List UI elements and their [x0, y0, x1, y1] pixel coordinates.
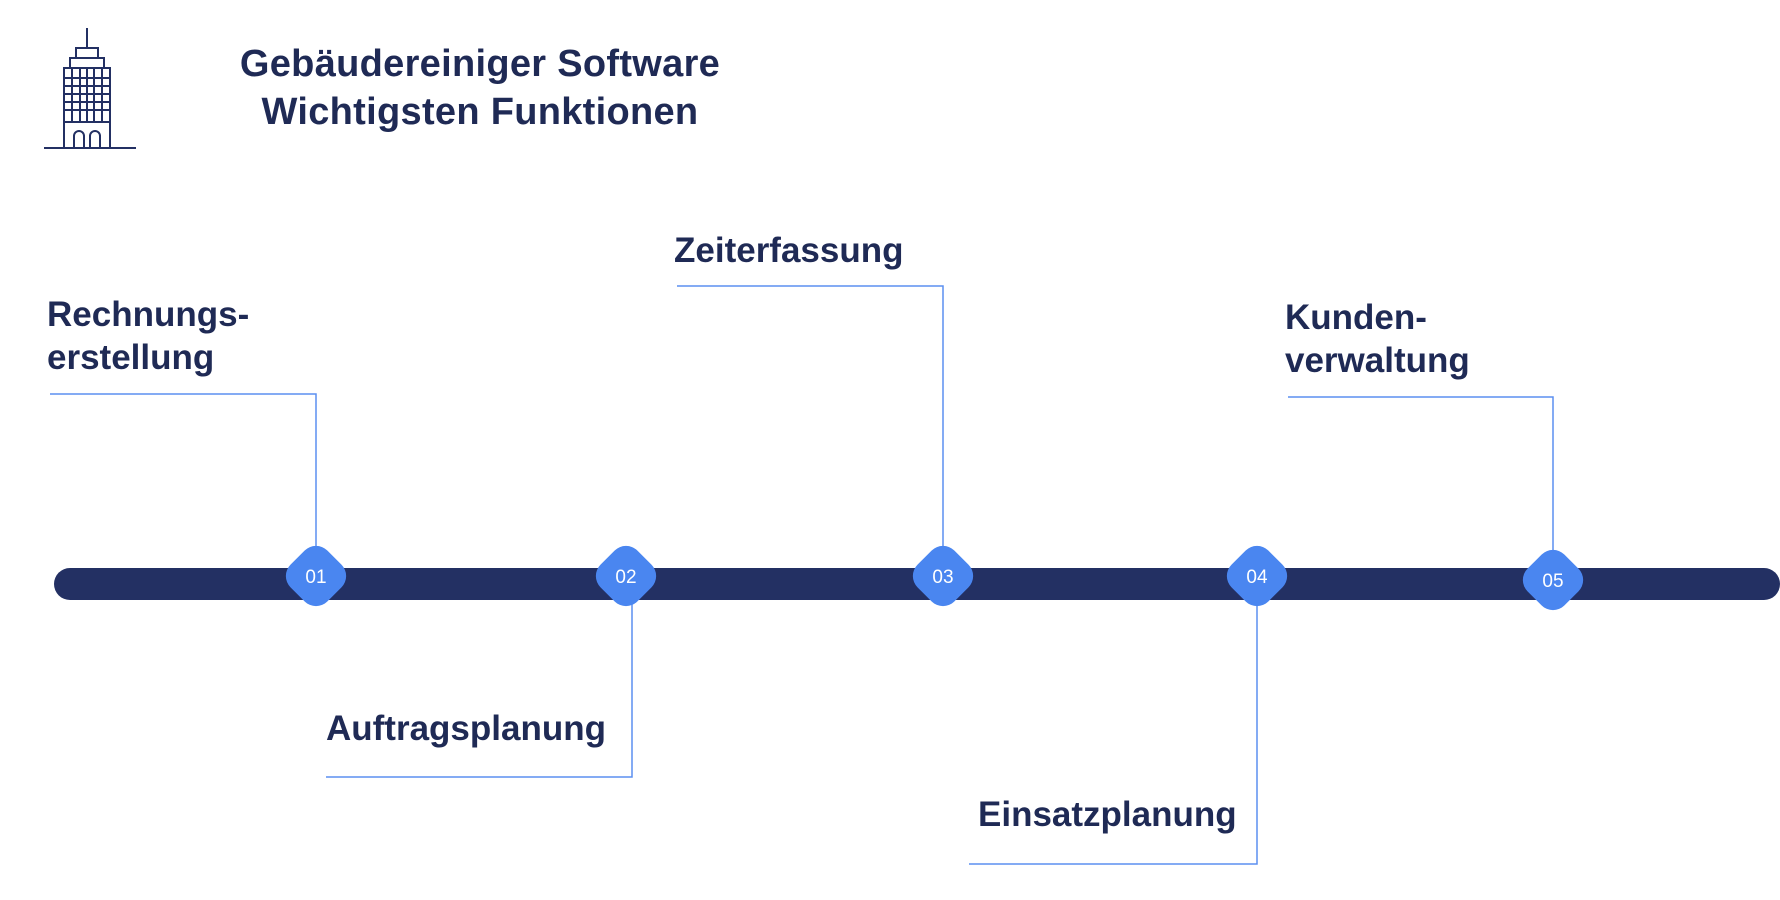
- marker-step-5: 05: [1522, 549, 1584, 611]
- step-number-3: 03: [932, 567, 953, 588]
- step-label-3: Zeiterfassung: [674, 229, 904, 272]
- step-label-5-line-2: verwaltung: [1285, 341, 1470, 380]
- step-label-3-line-1: Zeiterfassung: [674, 231, 904, 270]
- step-label-2: Auftragsplanung: [326, 707, 606, 750]
- slide-title: Gebäudereiniger Software Wichtigsten Fun…: [220, 40, 740, 136]
- step-label-5-line-1: Kunden-: [1285, 298, 1427, 337]
- connector-step-2: [326, 600, 633, 778]
- step-number-5: 05: [1542, 571, 1563, 592]
- step-label-1-line-2: erstellung: [47, 338, 215, 377]
- step-label-2-line-1: Auftragsplanung: [326, 709, 606, 748]
- marker-step-1: 01: [285, 545, 347, 607]
- step-label-1: Rechnungs- erstellung: [47, 293, 249, 379]
- step-label-4: Einsatzplanung: [978, 793, 1237, 836]
- step-label-4-line-1: Einsatzplanung: [978, 795, 1237, 834]
- step-number-2: 02: [615, 567, 636, 588]
- marker-step-2: 02: [595, 545, 657, 607]
- step-label-1-line-1: Rechnungs-: [47, 295, 250, 334]
- connector-step-1: [50, 393, 317, 552]
- step-number-4: 04: [1246, 567, 1268, 588]
- step-label-5: Kunden- verwaltung: [1285, 296, 1470, 382]
- marker-step-4: 04: [1226, 545, 1288, 607]
- marker-step-3: 03: [912, 545, 974, 607]
- title-line-1: Gebäudereiniger Software: [239, 43, 721, 85]
- step-number-1: 01: [305, 567, 326, 588]
- connector-step-3: [677, 285, 944, 552]
- title-line-2: Wichtigsten Funktionen: [261, 91, 699, 133]
- connector-step-5: [1288, 396, 1554, 556]
- building-icon: [44, 28, 136, 149]
- connector-step-4: [969, 600, 1258, 865]
